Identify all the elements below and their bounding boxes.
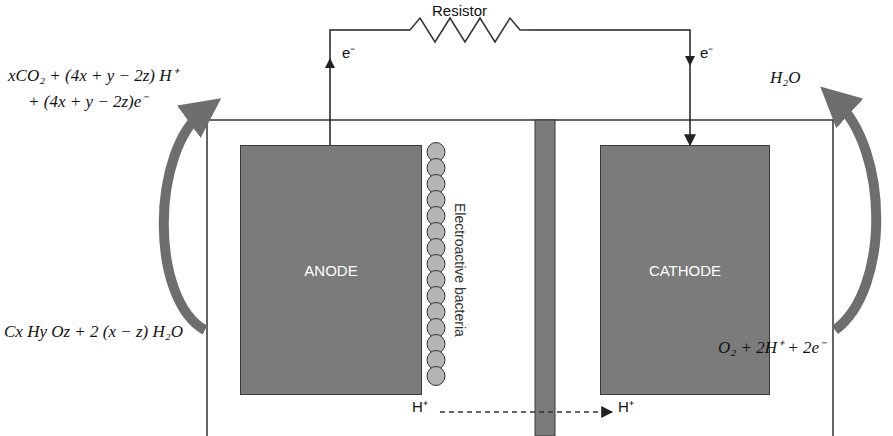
equation: xCO₂ + (4x + y − 2z) H⁺ [8, 66, 178, 86]
proton-label: H⁺ [412, 398, 428, 416]
bacteria-label: Electroactive bacteria [451, 203, 468, 337]
cathode-box: CATHODE [600, 145, 770, 395]
bacterium [427, 367, 445, 386]
equation: O₂ + 2H⁺ + 2e⁻ [718, 338, 825, 358]
proton-label: H⁺ [618, 398, 634, 416]
resistor-symbol [410, 18, 530, 42]
external-wire [330, 30, 690, 145]
equation: + (4x + y − 2z)e⁻ [28, 92, 147, 112]
cell-housing [207, 120, 833, 436]
bacteria-layer [427, 143, 445, 386]
equation: H₂O [770, 68, 800, 88]
electrode-label: ANODE [304, 262, 357, 279]
anode-box: ANODE [240, 145, 422, 395]
cathode-reaction-arrow [835, 100, 876, 330]
electrode-label: CATHODE [649, 262, 721, 279]
current-direction-arrow [685, 56, 695, 66]
equation: Cx Hy Oz + 2 (x − z) H₂O [4, 322, 183, 342]
electron-label: e⁻ [700, 44, 713, 62]
resistor-label: Resistor [432, 2, 487, 20]
electron-label: e⁻ [342, 44, 355, 62]
anode-reaction-arrow [164, 110, 205, 330]
proton-arrow [440, 411, 612, 413]
membrane [535, 120, 555, 436]
current-direction-arrow [325, 58, 335, 68]
